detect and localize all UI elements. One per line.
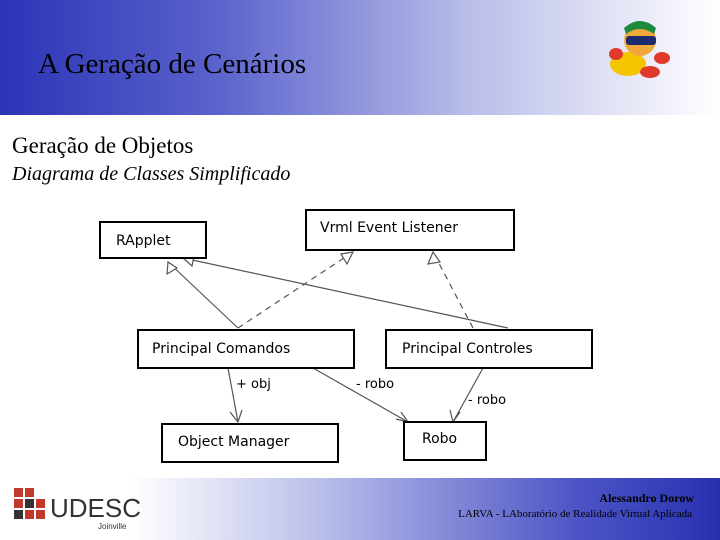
class-vrml-event-listener: Vrml Event Listener [305,209,515,251]
class-comandos-label: Principal Comandos [152,341,290,357]
section-heading: Geração de Objetos [12,133,194,158]
assoc-label-obj: + obj [236,377,271,392]
assoc-line-obj [227,367,239,423]
logo-subtext: Joinville [98,522,127,531]
inherit-line-controles-rapplet [182,257,509,329]
assoc-label-robo1: - robo [356,377,394,392]
header-band [0,0,720,115]
udesc-logo-icon: UDESC Joinville [14,488,140,531]
class-controles-label: Principal Controles [402,341,533,357]
assoc-line-robo2 [452,367,484,423]
footer-band [0,478,720,540]
section-subheading: Diagrama de Classes Simplificado [12,163,291,185]
class-principal-controles: Principal Controles [385,329,593,369]
logo-text: UDESC [50,493,140,523]
author-name: Alessandro Dorow [599,491,694,505]
realize-line-controles-vrml [432,251,474,329]
inherit-line-comandos-rapplet [167,261,239,329]
arrowhead-vrml-2 [427,250,442,265]
class-rapplet: RApplet [99,221,207,259]
class-robo: Robo [403,421,487,461]
arrowhead-rapplet-1 [166,260,179,276]
class-diagram: RApplet Vrml Event Listener Principal Co… [99,209,593,463]
realize-line-comandos-vrml [237,251,354,329]
class-rapplet-label: RApplet [116,233,171,249]
slide-title: A Geração de Cenários [38,48,307,80]
vr-mascot-icon [609,21,670,78]
lab-name: LARVA - LAboratório de Realidade Virtual… [458,508,692,520]
class-objmgr-label: Object Manager [178,434,290,450]
class-object-manager: Object Manager [161,423,339,463]
assoc-line-robo1 [312,367,409,423]
class-vrml-label: Vrml Event Listener [320,220,458,236]
arrowhead-vrml-1 [340,251,355,266]
class-principal-comandos: Principal Comandos [137,329,355,369]
arrowhead-objmgr [229,409,243,424]
class-robo-label: Robo [422,431,457,447]
assoc-label-robo2: - robo [468,393,506,408]
